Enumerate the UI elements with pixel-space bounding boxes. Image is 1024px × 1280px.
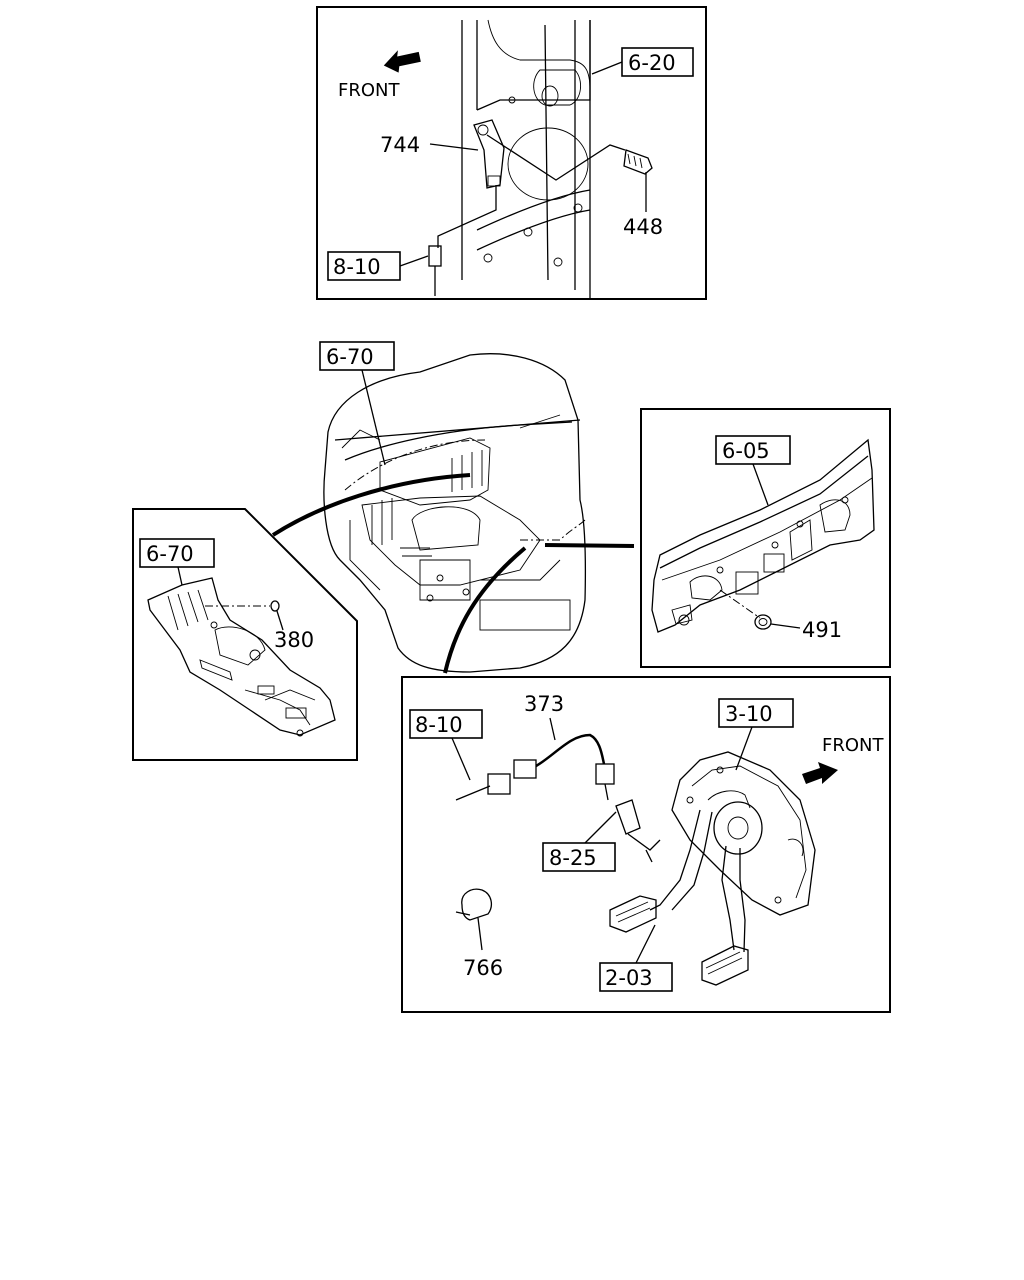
front-label-pedal: FRONT — [822, 735, 884, 756]
ref-2-03: 2-03 — [605, 966, 653, 990]
part-373-label: 373 — [524, 692, 564, 716]
part-766-label: 766 — [463, 956, 503, 980]
ref-6-05: 6-05 — [722, 439, 770, 463]
floor-detail-panel: 6-70 380 — [132, 508, 358, 761]
part-744-label: 744 — [380, 133, 420, 157]
dash-panel-detail: 6-05 491 — [640, 408, 891, 668]
part-448-label: 448 — [623, 215, 663, 239]
ref-8-25: 8-25 — [549, 846, 597, 870]
ref-6-20: 6-20 — [628, 51, 676, 75]
ref-6-70-floor: 6-70 — [146, 542, 194, 566]
front-arrow-icon — [383, 50, 421, 73]
ref-8-10-top: 8-10 — [333, 255, 381, 279]
front-arrow-pedal-icon — [802, 762, 838, 784]
pedal-detail-panel: 8-10 373 8-25 766 — [401, 676, 891, 1013]
ref-3-10: 3-10 — [725, 702, 773, 726]
part-491-label: 491 — [802, 618, 842, 642]
top-detail-panel: FRONT 744 448 6-20 8-10 — [316, 6, 707, 300]
front-label-top: FRONT — [338, 80, 400, 101]
part-380-label: 380 — [274, 628, 314, 652]
cab-overview: 6-70 — [271, 341, 635, 674]
ref-8-10-pedal: 8-10 — [415, 713, 463, 737]
ref-6-70-cab: 6-70 — [326, 345, 374, 369]
